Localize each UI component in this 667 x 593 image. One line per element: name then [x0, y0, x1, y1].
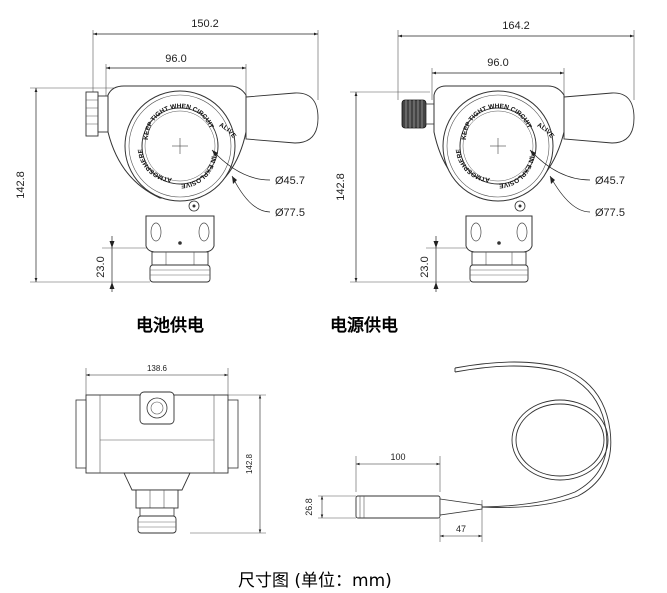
dim-text: 96.0 — [165, 53, 186, 65]
callout-text: Ø45.7 — [275, 175, 305, 187]
dim-text: 100 — [390, 452, 405, 462]
dim-text: 26.8 — [304, 498, 314, 516]
caption-battery-powered: 电池供电 — [136, 316, 204, 336]
dim-text: 164.2 — [502, 20, 530, 32]
callout-window-diameter: Ø45.7 — [529, 149, 625, 187]
callout-text: Ø77.5 — [275, 207, 305, 219]
dimension-probe-length: 100 — [355, 452, 441, 492]
dimension-height: 142.8 — [190, 394, 266, 534]
dim-text: 142.8 — [15, 171, 27, 199]
callout-housing-diameter: Ø77.5 — [549, 175, 625, 219]
drawing-battery-powered: 150.2 96.0 142.8 23.0 — [15, 18, 319, 292]
dimension-overall-height: 142.8 — [15, 87, 150, 283]
caption-dimension-units: 尺寸图 (单位：mm) — [238, 571, 392, 591]
dim-text: 23.0 — [95, 256, 107, 277]
dim-text: 23.0 — [419, 256, 431, 277]
callout-text: Ø77.5 — [595, 207, 625, 219]
dim-text: 96.0 — [487, 57, 508, 69]
dim-text: 47 — [456, 524, 466, 534]
dimension-probe-diameter: 26.8 — [304, 495, 356, 519]
dim-text: 150.2 — [191, 18, 219, 30]
drawing-side-view: 138.6 142.8 — [75, 364, 266, 534]
callout-housing-diameter: Ø77.5 — [231, 175, 305, 219]
dim-text: 142.8 — [335, 173, 347, 201]
callout-text: Ø45.7 — [595, 175, 625, 187]
dimension-overall-height: 142.8 — [335, 91, 470, 283]
dimension-overall-width: 150.2 — [92, 18, 319, 100]
dimension-fitting-height: 23.0 — [419, 236, 470, 292]
dimension-housing-width: 96.0 — [431, 57, 565, 100]
power-cable-gland — [401, 99, 435, 129]
cable-gland — [85, 91, 109, 137]
dimension-width: 138.6 — [85, 364, 229, 395]
drawing-probe-with-cable: 100 26.8 47 — [304, 361, 612, 542]
dimension-fitting-height: 23.0 — [95, 236, 150, 292]
drawing-mains-powered: 164.2 96.0 142.8 23.0 — [335, 20, 635, 292]
dimension-overall-width: 164.2 — [397, 20, 635, 100]
dim-text: 142.8 — [245, 453, 254, 474]
caption-mains-powered: 电源供电 — [330, 316, 398, 336]
dim-text: 138.6 — [147, 364, 168, 373]
callout-window-diameter: Ø45.7 — [211, 149, 305, 187]
dimension-housing-width: 96.0 — [105, 53, 247, 100]
